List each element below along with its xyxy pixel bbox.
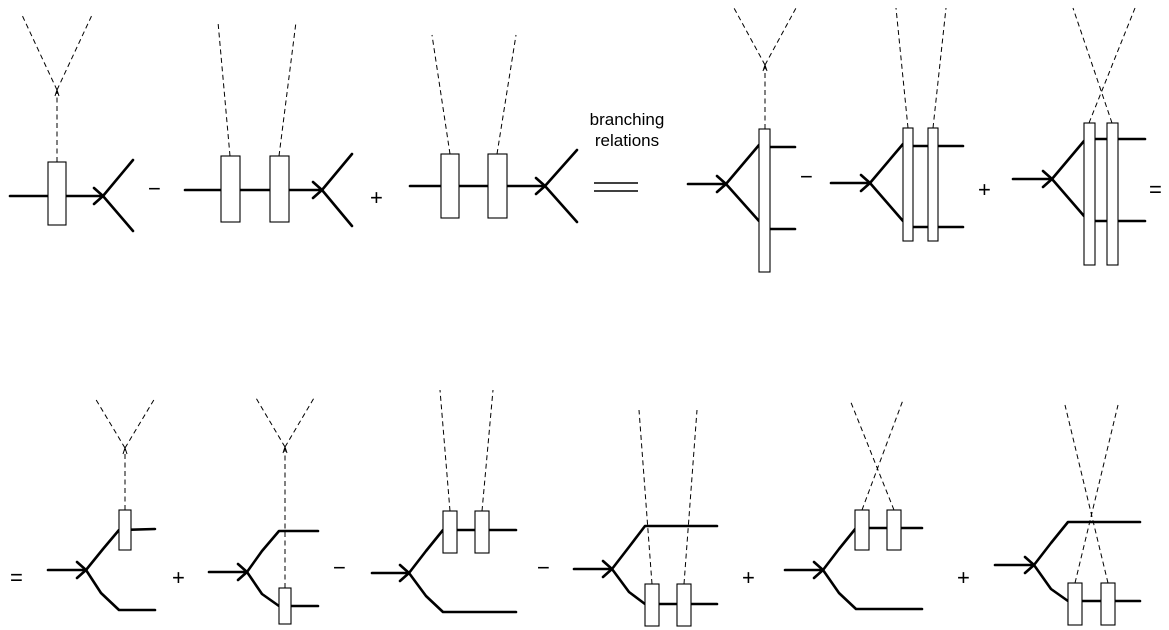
vertex-box xyxy=(278,587,292,625)
top-term-3 xyxy=(408,34,579,224)
top-term-2 xyxy=(183,21,354,228)
operator-bottom-6: + xyxy=(957,565,970,590)
operator-top-1: − xyxy=(148,176,161,201)
vertex-box xyxy=(886,509,902,551)
vertex-box xyxy=(487,153,508,219)
vertex-box xyxy=(676,583,692,627)
bottom-term-1 xyxy=(46,397,157,612)
operator-bottom-1: = xyxy=(10,565,23,590)
vertex-box xyxy=(854,509,870,551)
operator-top-3: − xyxy=(800,164,813,189)
vertex-box xyxy=(269,155,290,223)
bottom-term-6 xyxy=(993,404,1142,626)
double-equals-sign xyxy=(594,182,638,192)
bottom-term-2 xyxy=(207,397,320,625)
vertex-box xyxy=(902,127,914,242)
operator-bottom-5: + xyxy=(742,565,755,590)
operator-bottom-4: − xyxy=(537,555,550,580)
caption-line-1: branching xyxy=(590,110,665,129)
vertex-box xyxy=(1100,582,1116,626)
operator-top-4: + xyxy=(978,177,991,202)
vertex-box xyxy=(1083,122,1096,266)
vertex-box xyxy=(47,161,67,226)
top-term-6 xyxy=(1011,7,1147,266)
operator-top-5: = xyxy=(1149,177,1162,202)
vertex-box xyxy=(440,153,460,219)
operator-top-2: + xyxy=(370,185,383,210)
vertex-box xyxy=(927,127,939,242)
top-term-4 xyxy=(686,7,797,273)
vertex-box xyxy=(1106,122,1119,266)
top-term-5 xyxy=(829,7,965,242)
operator-bottom-3: − xyxy=(333,555,346,580)
top-term-1 xyxy=(8,14,135,233)
vertex-box xyxy=(644,583,660,627)
vertex-box xyxy=(118,509,132,551)
vertex-box xyxy=(474,510,490,554)
vertex-box xyxy=(220,155,241,223)
vertex-box xyxy=(1067,582,1083,626)
vertex-box xyxy=(758,128,771,273)
bottom-term-4 xyxy=(572,409,719,627)
bottom-term-3 xyxy=(370,389,518,614)
bottom-term-5 xyxy=(783,399,924,611)
operator-bottom-2: + xyxy=(172,565,185,590)
vertex-box xyxy=(442,510,458,554)
caption-line-2: relations xyxy=(595,131,659,150)
